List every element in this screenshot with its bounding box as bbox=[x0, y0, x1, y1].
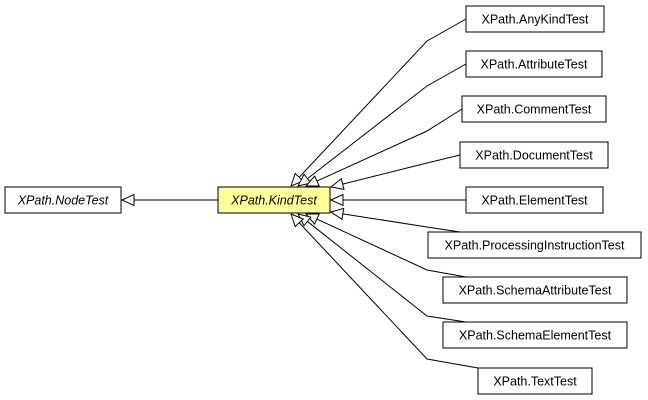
hollow-arrowhead-icon bbox=[120, 193, 135, 207]
edge-line bbox=[307, 221, 467, 323]
edge-line bbox=[316, 108, 463, 182]
edge-element-test-to-kind-test bbox=[329, 193, 466, 207]
hollow-arrowhead-icon bbox=[329, 207, 345, 221]
edge-text-test-to-kind-test bbox=[290, 213, 479, 369]
node-label: XPath.AnyKindTest bbox=[481, 13, 589, 27]
node-label: XPath.DocumentTest bbox=[475, 149, 593, 163]
edge-line bbox=[342, 213, 461, 233]
hollow-arrowhead-icon bbox=[329, 193, 344, 207]
node-label: XPath.KindTest bbox=[230, 194, 317, 208]
edge-line bbox=[298, 222, 479, 369]
node-label: XPath.NodeTest bbox=[17, 194, 109, 208]
node-label: XPath.CommentTest bbox=[477, 103, 592, 117]
hollow-arrowhead-icon bbox=[297, 173, 312, 187]
node-any-kind-test[interactable]: XPath.AnyKindTest bbox=[465, 5, 605, 33]
node-label: XPath.ElementTest bbox=[481, 194, 588, 208]
edge-any-kind-test-to-kind-test bbox=[290, 18, 467, 187]
node-label: XPath.TextTest bbox=[493, 375, 577, 389]
edge-line bbox=[316, 218, 467, 278]
edge-line bbox=[298, 18, 467, 178]
node-element-test[interactable]: XPath.ElementTest bbox=[465, 186, 604, 214]
edge-attribute-test-to-kind-test bbox=[297, 63, 467, 187]
hollow-arrowhead-icon bbox=[290, 172, 305, 187]
node-schema-element-test[interactable]: XPath.SchemaElementTest bbox=[442, 321, 628, 349]
node-attribute-test[interactable]: XPath.AttributeTest bbox=[465, 50, 603, 78]
node-schema-attribute-test[interactable]: XPath.SchemaAttributeTest bbox=[442, 276, 628, 304]
edge-kind-test-to-node-test bbox=[120, 193, 218, 207]
hollow-arrowhead-icon bbox=[290, 213, 305, 228]
hollow-arrowhead-icon bbox=[329, 177, 345, 191]
node-node-test[interactable]: XPath.NodeTest bbox=[4, 186, 122, 214]
edge-line bbox=[307, 63, 467, 180]
edge-document-test-to-kind-test bbox=[329, 154, 461, 191]
node-kind-test[interactable]: XPath.KindTest bbox=[217, 186, 331, 214]
node-label: XPath.SchemaAttributeTest bbox=[459, 284, 612, 298]
node-label: XPath.ProcessingInstructionTest bbox=[445, 239, 625, 253]
node-comment-test[interactable]: XPath.CommentTest bbox=[461, 95, 607, 123]
edge-schema-element-test-to-kind-test bbox=[297, 213, 467, 323]
edge-comment-test-to-kind-test bbox=[304, 108, 463, 187]
node-label: XPath.SchemaElementTest bbox=[459, 329, 612, 343]
node-text-test[interactable]: XPath.TextTest bbox=[477, 367, 593, 395]
inheritance-edges bbox=[120, 18, 479, 369]
hollow-arrowhead-icon bbox=[304, 175, 320, 187]
edge-line bbox=[342, 154, 461, 185]
class-nodes: XPath.NodeTest XPath.KindTest XPath.AnyK… bbox=[4, 5, 642, 395]
edge-processing-instruction-test-to-kind-test bbox=[329, 207, 461, 233]
node-label: XPath.AttributeTest bbox=[480, 58, 588, 72]
node-processing-instruction-test[interactable]: XPath.ProcessingInstructionTest bbox=[427, 231, 642, 259]
node-document-test[interactable]: XPath.DocumentTest bbox=[459, 141, 609, 169]
